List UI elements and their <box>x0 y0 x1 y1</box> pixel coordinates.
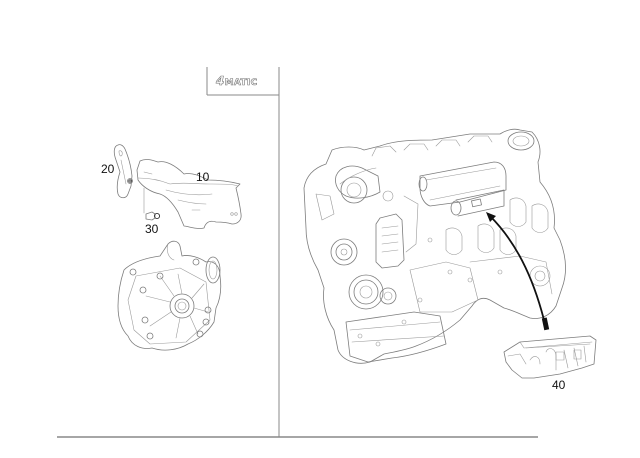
badge-word: MATIC <box>224 78 258 89</box>
heat-shield-part-10 <box>136 159 242 229</box>
callout-40: 40 <box>552 378 566 392</box>
4matic-badge-text: 4MATIC <box>216 74 258 89</box>
engine-cover-insert-part-40 <box>503 335 597 379</box>
badge-number: 4 <box>216 74 225 89</box>
4matic-badge: 4MATIC <box>216 74 276 89</box>
callout-30: 30 <box>145 222 159 236</box>
engine-drawing <box>303 128 566 364</box>
callout-20: 20 <box>101 162 115 176</box>
callout-10: 10 <box>196 170 210 184</box>
frame-lines <box>57 67 538 438</box>
bracket-part-20 <box>113 144 133 199</box>
leader-arrow <box>486 212 550 331</box>
transfer-case-drawing <box>117 240 222 351</box>
bolt-part-30 <box>145 211 161 221</box>
